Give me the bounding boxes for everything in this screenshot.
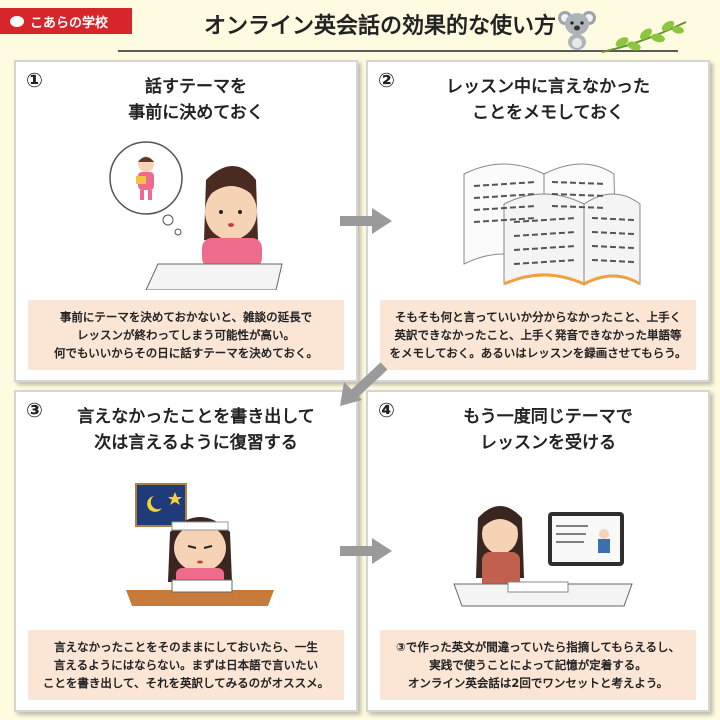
step-number: ② [378, 68, 395, 92]
step-number: ④ [378, 398, 395, 422]
arrow-right-icon [340, 538, 392, 564]
site-badge: こあらの学校 [0, 8, 132, 34]
open-notebooks-illustration [463, 163, 641, 286]
arrow-right-icon [340, 208, 392, 234]
title-underline [118, 50, 678, 52]
step-title: もう一度同じテーマでレッスンを受ける [463, 407, 633, 453]
koala-mascot-icon [558, 11, 596, 50]
koala-logo-icon [10, 15, 24, 27]
step-title: レッスン中に言えなかったことをメモしておく [446, 77, 650, 123]
girl-thinking-illustration [109, 141, 283, 290]
step-panel-3: ③ 言えなかったことを書き出して次は言えるように復習する 言えなかったことをその… [14, 390, 358, 712]
site-badge-label: こあらの学校 [30, 15, 109, 31]
step-description: 言えなかったことをそのままにしておいたら、一生言えるようにはならない。まずは日本… [28, 630, 344, 700]
girl-studying-illustration [126, 483, 274, 606]
step-title: 言えなかったことを書き出して次は言えるように復習する [77, 407, 315, 453]
page-title: オンライン英会話の効果的な使い方 [203, 14, 556, 39]
step-description: 事前にテーマを決めておかないと、雑談の延長でレッスンが終わってしまう可能性が高い… [28, 300, 344, 370]
arrow-down-left-icon [340, 362, 388, 406]
step-panel-4: ④ もう一度同じテーマでレッスンを受ける ③で作った英文が間違っていたら指摘して… [366, 390, 710, 712]
step-description: ③で作った英文が間違っていたら指摘してもらえるし、実践で使うことによって記憶が定… [380, 630, 696, 700]
step-description: そもそも何と言っていいか分からなかったこと、上手く英訳できなかったこと、上手く発… [380, 300, 696, 370]
step-number: ③ [26, 398, 43, 422]
step-title: 話すテーマを事前に決めておく [128, 77, 264, 123]
step-number: ① [26, 68, 43, 92]
online-lesson-illustration [453, 506, 633, 607]
step-panel-1: ① 話すテーマを事前に決めておく 事前にテーマを決めておかないと、雑談の延長でレ… [14, 60, 358, 382]
leaf-branch-icon [601, 20, 687, 53]
step-panel-2: ② レッスン中に言えなかったことをメモしておく そもそも何と言っていいか分からな… [366, 60, 710, 382]
